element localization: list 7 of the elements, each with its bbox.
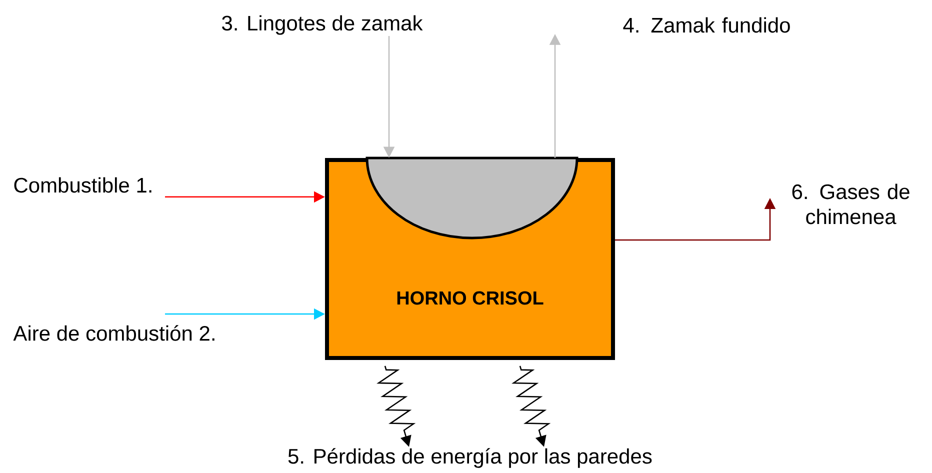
label-text: 6. Gases de chimenea bbox=[792, 184, 910, 224]
label-text: Aire de combustión 2. bbox=[13, 325, 214, 341]
label-text: Combustible 1. bbox=[14, 177, 152, 193]
label-text: 3. Lingotes de zamak bbox=[222, 15, 423, 35]
label-text: 5. Pérdidas de energía por las paredes bbox=[288, 448, 652, 468]
label-text: 4. Zamak fundido bbox=[623, 17, 790, 33]
crucible bbox=[366, 156, 578, 240]
